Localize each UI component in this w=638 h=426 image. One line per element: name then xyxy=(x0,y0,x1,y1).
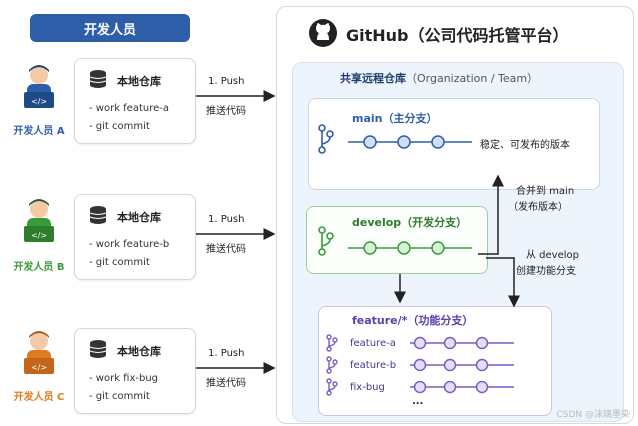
feature-branch-box xyxy=(318,306,552,416)
fix-bug-commit-line xyxy=(410,380,514,394)
shared-repo-title: 共享远程仓库（Organization / Team） xyxy=(340,70,538,86)
push-sublabel-a: 推送代码 xyxy=(206,106,246,117)
svg-text:</>: </> xyxy=(31,97,47,106)
git-branch-icon xyxy=(326,378,338,400)
local-repo-title: 本地仓库 xyxy=(117,211,161,224)
database-icon xyxy=(89,339,107,363)
main-branch-label: main（主分支） xyxy=(352,112,438,125)
local-repo-title: 本地仓库 xyxy=(117,345,161,358)
main-branch-note: 稳定、可发布的版本 xyxy=(480,140,570,151)
create-note-line1: 从 develop xyxy=(526,250,579,261)
push-label-b: 1. Push xyxy=(208,214,245,225)
local-repo-title: 本地仓库 xyxy=(117,75,161,88)
shared-repo-subtitle: （Organization / Team） xyxy=(406,72,539,85)
feature-a-commit-line xyxy=(410,336,514,350)
repo-line-commit: - git commit xyxy=(89,257,150,268)
repo-line-commit: - git commit xyxy=(89,121,150,132)
git-branch-icon xyxy=(318,124,334,158)
merge-note-line1: 合并到 main xyxy=(516,186,575,197)
repo-line-work: - work fix-bug xyxy=(89,373,159,384)
developer-a-label: 开发人员 A xyxy=(13,126,65,137)
feature-item-b: feature-b xyxy=(350,360,397,371)
repo-line-commit: - git commit xyxy=(89,391,150,402)
merge-note-line2: （发布版本） xyxy=(508,202,568,213)
push-sublabel-b: 推送代码 xyxy=(206,244,246,255)
feature-item-fix: fix-bug xyxy=(350,382,385,393)
developer-b-avatar: </> xyxy=(16,196,62,248)
feature-more: ... xyxy=(412,396,424,407)
github-logo-icon xyxy=(308,18,338,52)
database-icon xyxy=(89,69,107,93)
main-commit-line xyxy=(348,135,472,149)
main-branch-box xyxy=(308,98,600,190)
svg-text:</>: </> xyxy=(31,231,47,240)
local-repo-c: 本地仓库 - work fix-bug - git commit xyxy=(74,328,196,414)
developer-c-label: 开发人员 C xyxy=(13,392,65,403)
develop-branch-label: develop（开发分支） xyxy=(352,216,468,229)
local-repo-a: 本地仓库 - work feature-a - git commit xyxy=(74,58,196,144)
push-label-c: 1. Push xyxy=(208,348,245,359)
merge-arrow xyxy=(478,174,504,255)
develop-commit-line xyxy=(348,241,472,255)
developer-c-avatar: </> xyxy=(16,328,62,380)
git-branch-icon xyxy=(326,334,338,356)
create-note-line2: 创建功能分支 xyxy=(516,266,576,277)
create-feature-arrow xyxy=(486,257,520,308)
feature-branch-label: feature/*（功能分支） xyxy=(352,314,474,327)
developer-a-avatar: </> xyxy=(16,62,62,114)
git-branch-icon xyxy=(318,226,334,260)
push-sublabel-c: 推送代码 xyxy=(206,378,246,389)
developer-b-label: 开发人员 B xyxy=(13,262,65,273)
repo-line-work: - work feature-b xyxy=(89,239,170,250)
feature-b-commit-line xyxy=(410,358,514,372)
github-title: GitHub（公司代码托管平台） xyxy=(346,26,569,45)
local-repo-b: 本地仓库 - work feature-b - git commit xyxy=(74,194,196,280)
develop-branch-box xyxy=(306,206,488,274)
repo-line-work: - work feature-a xyxy=(89,103,170,114)
svg-text:</>: </> xyxy=(31,363,47,372)
watermark: CSDN @沫璃墨染 xyxy=(556,410,630,420)
push-label-a: 1. Push xyxy=(208,76,245,87)
git-branch-icon xyxy=(326,356,338,378)
database-icon xyxy=(89,205,107,229)
feature-item-a: feature-a xyxy=(350,338,396,349)
developers-header: 开发人员 xyxy=(30,14,190,42)
shared-repo-title-text: 共享远程仓库 xyxy=(340,72,406,85)
